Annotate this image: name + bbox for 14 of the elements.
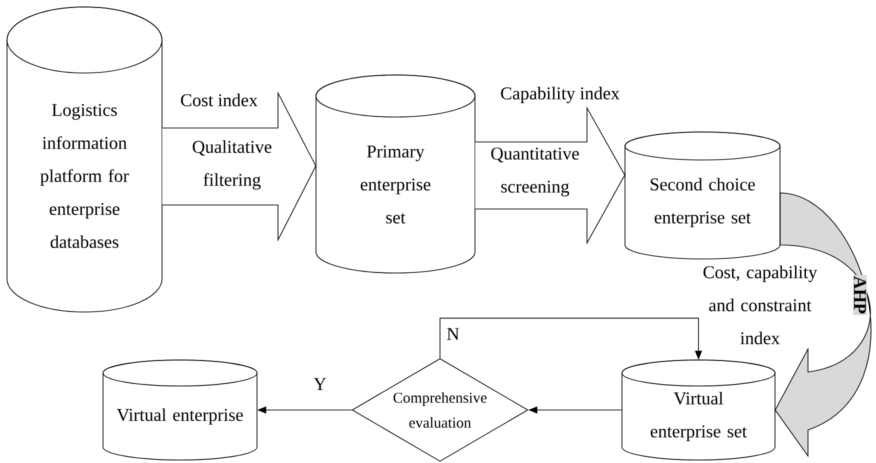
- edge-label: Y: [312, 377, 328, 391]
- edge-label: N: [446, 327, 460, 341]
- database-cylinder: Primary enterprise set: [316, 74, 476, 274]
- edge-label: AHP: [853, 275, 867, 315]
- database-cylinder: Virtual enterprise set: [622, 360, 776, 460]
- database-cylinder: Second choice enterprise set: [624, 132, 780, 260]
- database-cylinder: Virtual enterprise: [102, 360, 258, 460]
- text-label: Cost index: [181, 94, 258, 106]
- database-cylinder: Logistics information platform for enterprise databases: [6, 6, 162, 312]
- text-label: Capability index: [501, 86, 620, 104]
- edge-label: Qualitative filtering: [184, 139, 280, 191]
- text-label: Cost, capability and constraint index: [704, 266, 818, 344]
- edge-label: Quantitative screening: [479, 146, 591, 198]
- curved-block-arrow: [774, 192, 872, 456]
